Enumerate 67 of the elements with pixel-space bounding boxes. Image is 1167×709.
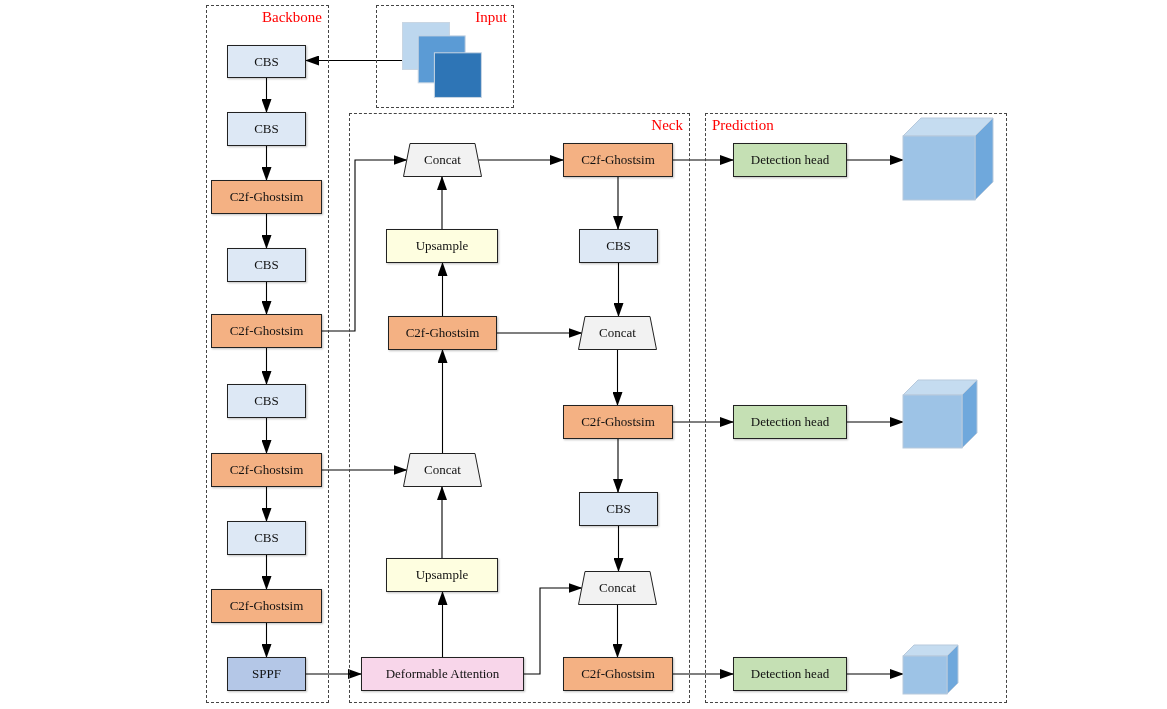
arrow — [305, 55, 403, 66]
process-box: CBS — [227, 45, 306, 78]
arrow — [613, 438, 623, 493]
group-title: Neck — [651, 116, 683, 134]
arrow — [496, 328, 583, 338]
process-box: C2f-Ghostsim — [211, 314, 322, 348]
process-box: C2f-Ghostsim — [563, 657, 673, 691]
arrow — [612, 349, 623, 406]
group-frame — [349, 113, 690, 703]
arrow — [613, 176, 623, 230]
process-box: C2f-Ghostsim — [563, 405, 673, 439]
process-box: SPPF — [227, 657, 306, 691]
process-box: C2f-Ghostsim — [563, 143, 673, 177]
node-label: Concat — [599, 325, 636, 341]
process-box: C2f-Ghostsim — [211, 453, 322, 487]
arrow — [437, 591, 448, 658]
arrow — [477, 155, 564, 165]
node-label: Concat — [599, 580, 636, 596]
process-box: Upsample — [386, 229, 498, 263]
process-box: C2f-Ghostsim — [388, 316, 497, 350]
arrow — [261, 347, 272, 385]
arrow — [321, 465, 408, 475]
group-frame — [206, 5, 329, 703]
process-box: Detection head — [733, 143, 847, 177]
arrow — [523, 583, 583, 675]
arrow — [437, 262, 448, 317]
arrow — [846, 669, 904, 679]
arrow — [261, 213, 272, 249]
arrow — [261, 417, 272, 454]
arrow — [672, 417, 734, 427]
process-box: Deformable Attention — [361, 657, 524, 691]
process-box: CBS — [579, 492, 658, 526]
arrow — [672, 669, 734, 679]
arrow — [672, 155, 734, 165]
process-box: CBS — [227, 384, 306, 418]
arrow — [305, 669, 362, 679]
group-title: Input — [475, 8, 507, 26]
process-box: Detection head — [733, 657, 847, 691]
arrow — [437, 176, 447, 230]
process-box: C2f-Ghostsim — [211, 180, 322, 214]
process-box: C2f-Ghostsim — [211, 589, 322, 623]
process-box: CBS — [227, 112, 306, 146]
arrow — [261, 554, 272, 590]
arrow — [261, 281, 272, 315]
group-title: Prediction — [712, 116, 774, 134]
arrow — [613, 525, 624, 572]
arrow — [261, 145, 272, 181]
group-frame — [705, 113, 1007, 703]
node-label: Concat — [424, 462, 461, 478]
arrow — [613, 262, 624, 317]
process-box: CBS — [579, 229, 658, 263]
arrow — [321, 155, 408, 332]
process-box: CBS — [227, 521, 306, 555]
process-box: Detection head — [733, 405, 847, 439]
arrow — [261, 486, 272, 522]
arrow — [846, 155, 904, 165]
node-label: Concat — [424, 152, 461, 168]
arrow — [846, 417, 904, 427]
process-box: Upsample — [386, 558, 498, 592]
arrow — [261, 77, 272, 113]
arrow — [437, 349, 448, 454]
group-title: Backbone — [262, 8, 322, 26]
group-frame — [376, 5, 514, 108]
process-box: CBS — [227, 248, 306, 282]
arrow — [612, 604, 623, 658]
arrow — [437, 486, 447, 559]
arrow — [261, 622, 272, 658]
